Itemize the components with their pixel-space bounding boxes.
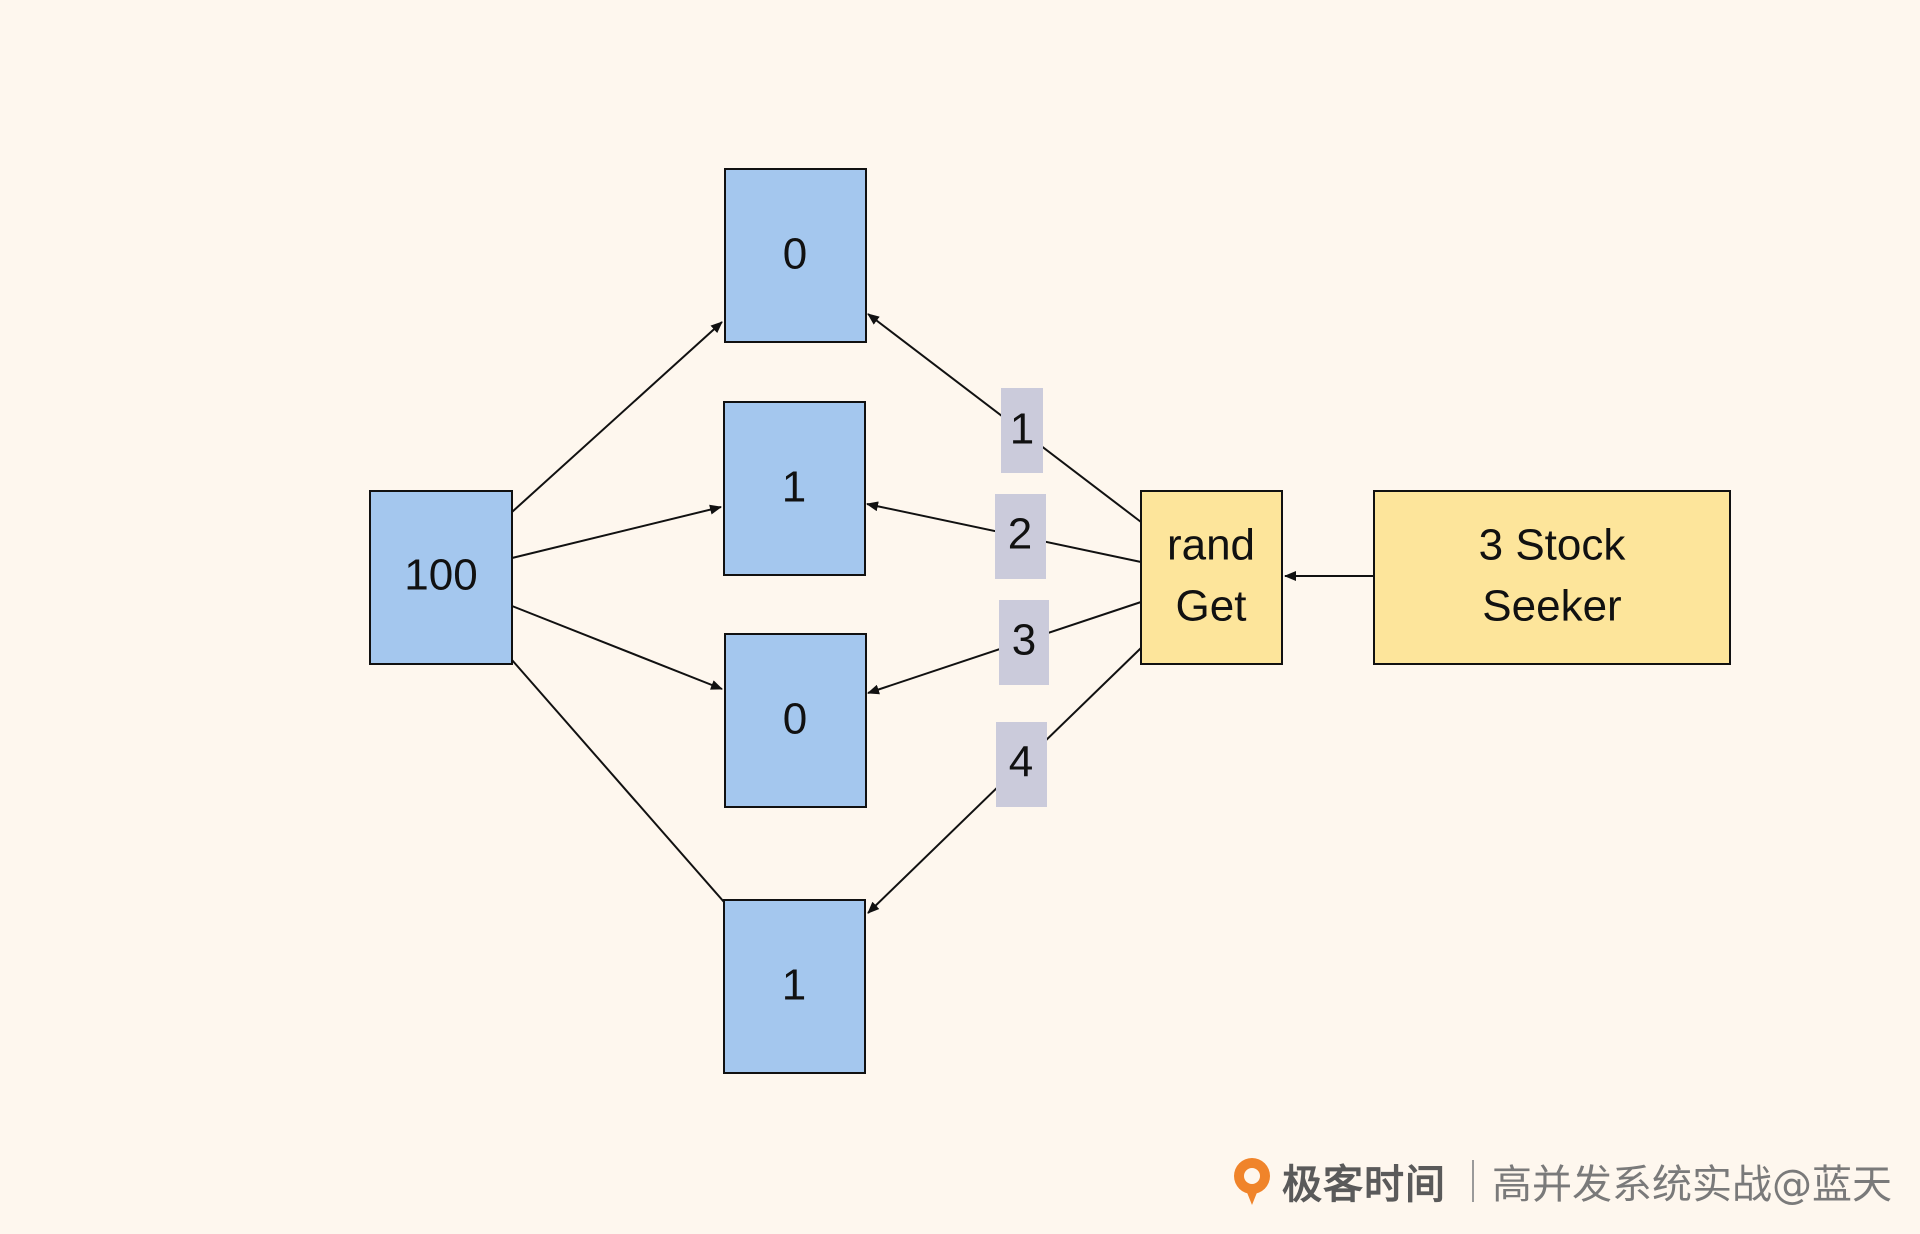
watermark-course-title: 高并发系统实战@蓝天 <box>1492 1162 1892 1208</box>
edge-label-4-text: 4 <box>1009 738 1033 787</box>
shard-node-2: 1 <box>723 401 866 576</box>
edge-label-2: 2 <box>995 494 1046 579</box>
edge-label-3-text: 3 <box>1012 616 1036 665</box>
edge-label-1-text: 1 <box>1010 405 1034 454</box>
rand-get-node-label-line-2: Get <box>1176 582 1247 631</box>
source-node-label: 100 <box>404 551 477 600</box>
edge-label-2-text: 2 <box>1008 510 1032 559</box>
edge-source-to-shard-3 <box>511 605 723 690</box>
watermark-brand: 极客时间 <box>1282 1162 1446 1208</box>
edge-label-1: 1 <box>1001 388 1043 473</box>
stock-seeker-node-label-line-1: 3 Stock <box>1479 521 1627 570</box>
edge-source-to-shard-1 <box>511 321 723 513</box>
edge-label-4-background <box>996 722 1047 807</box>
rand-get-node-label-line-1: rand <box>1167 521 1255 570</box>
shard-node-4-box <box>723 899 866 1074</box>
edge-label-4: 4 <box>996 722 1047 807</box>
shard-node-1-box <box>724 168 867 343</box>
edge-label-3: 3 <box>999 600 1049 685</box>
source-node: 100 <box>369 490 513 665</box>
stock-seeker-node-label-line-2: Seeker <box>1482 582 1621 631</box>
shard-node-4: 1 <box>723 899 866 1074</box>
rand-get-node: rand Get <box>1140 490 1283 665</box>
edge-label-3-background <box>999 600 1049 685</box>
shard-node-4-label: 1 <box>782 961 806 1010</box>
geektime-logo-icon <box>1234 1158 1270 1205</box>
rand-get-node-box <box>1140 490 1283 665</box>
source-edges <box>511 321 725 903</box>
source-node-box <box>369 490 513 665</box>
watermark-separator <box>1472 1160 1474 1202</box>
shard-node-3-box <box>724 633 867 808</box>
shard-node-2-box <box>723 401 866 576</box>
stock-seeker-node-box <box>1373 490 1731 665</box>
shard-node-3-label: 0 <box>783 695 807 744</box>
edge-source-to-shard-2 <box>511 504 722 559</box>
watermark: 极客时间 高并发系统实战@蓝天 <box>1230 1152 1892 1210</box>
shard-node-1-label: 0 <box>783 230 807 279</box>
shard-node-1: 0 <box>724 168 867 343</box>
edge-source-to-shard-4 <box>511 659 725 903</box>
shard-node-3: 0 <box>724 633 867 808</box>
edge-label-2-background <box>995 494 1046 579</box>
stock-seeker-node: 3 Stock Seeker <box>1373 490 1731 665</box>
edge-label-1-background <box>1001 388 1043 473</box>
shard-node-2-label: 1 <box>782 463 806 512</box>
